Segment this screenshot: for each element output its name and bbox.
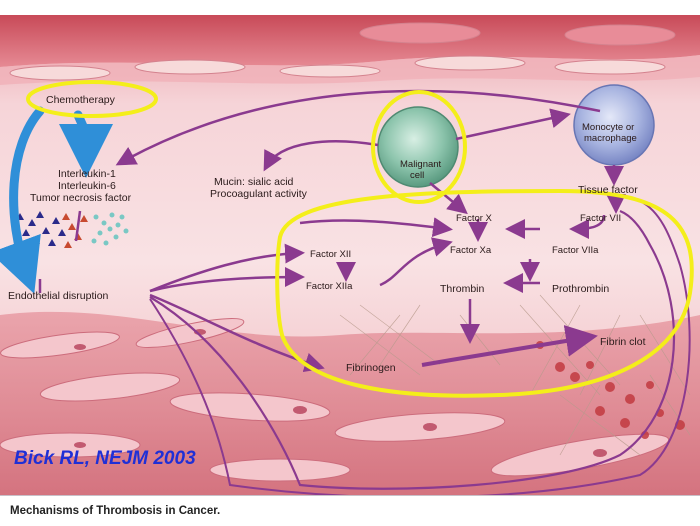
label-macrophage: macrophage bbox=[584, 133, 637, 144]
vessel-wall-top bbox=[0, 15, 700, 67]
label-interleukin-1: Interleukin-1 bbox=[58, 168, 116, 180]
label-interleukin-6: Interleukin-6 bbox=[58, 180, 116, 192]
label-factor-x: Factor X bbox=[456, 213, 493, 224]
pathway-arrows bbox=[38, 89, 691, 499]
label-factor-xiia: Factor XIIa bbox=[306, 281, 353, 292]
label-mucin: Mucin: sialic acid bbox=[214, 176, 294, 188]
label-monocyte: Monocyte or bbox=[582, 122, 634, 133]
label-fibrin-clot: Fibrin clot bbox=[600, 336, 646, 348]
endothelial-cells-bottom bbox=[0, 318, 670, 482]
label-tnf: Tumor necrosis factor bbox=[30, 192, 132, 204]
figure-caption: Mechanisms of Thrombosis in Cancer. bbox=[10, 505, 221, 517]
chemotherapy-arrows bbox=[0, 106, 113, 294]
label-malignant: Malignant bbox=[400, 159, 442, 170]
label-factor-viia: Factor VIIa bbox=[552, 245, 599, 256]
label-factor-xa: Factor Xa bbox=[450, 245, 492, 256]
malignant-cell bbox=[377, 106, 459, 188]
label-prothrombin: Prothrombin bbox=[552, 283, 609, 295]
label-factor-xii: Factor XII bbox=[310, 249, 351, 260]
label-fibrinogen: Fibrinogen bbox=[346, 362, 396, 374]
label-thrombin: Thrombin bbox=[440, 283, 485, 295]
endothelial-cells-top bbox=[9, 22, 676, 81]
label-cell: cell bbox=[410, 170, 424, 181]
label-endothelial-disruption: Endothelial disruption bbox=[8, 290, 109, 302]
highlight-overlays bbox=[26, 80, 694, 398]
label-procoagulant: Procoagulant activity bbox=[210, 188, 308, 200]
caption-bar: Mechanisms of Thrombosis in Cancer. bbox=[0, 495, 700, 526]
label-tissue-factor: Tissue factor bbox=[578, 184, 638, 196]
citation-text: Bick RL, NEJM 2003 bbox=[14, 448, 196, 469]
label-chemotherapy: Chemotherapy bbox=[46, 94, 116, 106]
label-factor-vii: Factor VII bbox=[580, 213, 621, 224]
